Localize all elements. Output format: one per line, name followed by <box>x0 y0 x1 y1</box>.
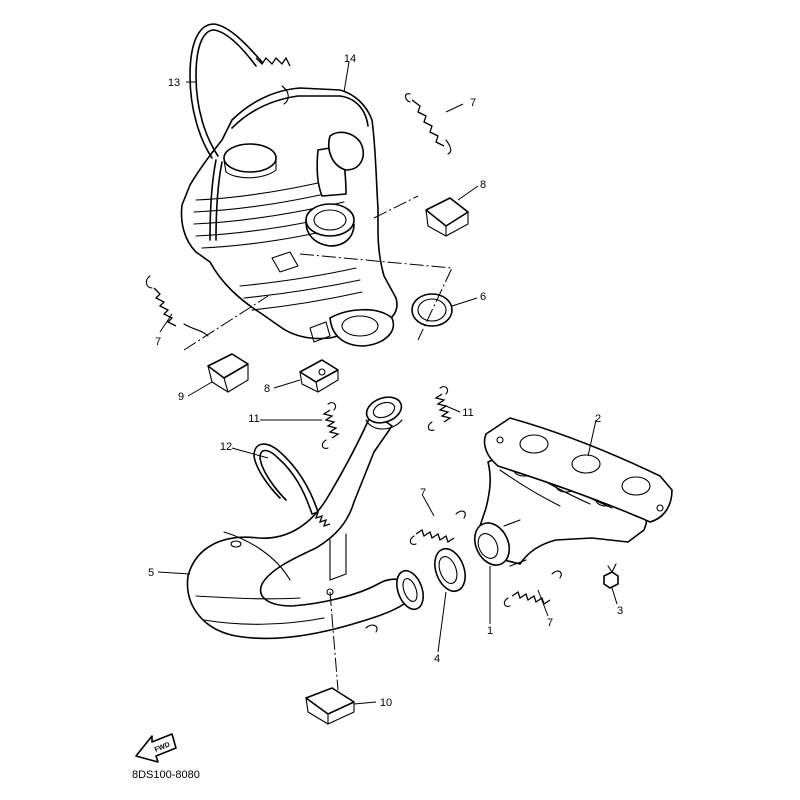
diagram-part-number: 8DS100-8080 <box>132 769 200 781</box>
band-part-13 <box>189 23 291 241</box>
callout-1: 1 <box>487 625 493 637</box>
callout-6: 6 <box>480 291 486 303</box>
callout-7-lower-left: 7 <box>420 487 426 499</box>
spring-part-11-left <box>321 402 340 449</box>
callout-8-upper: 8 <box>480 179 486 191</box>
callout-12: 12 <box>220 441 232 453</box>
spring-part-11-right <box>427 386 452 431</box>
spring-part-7-top <box>404 93 452 155</box>
callout-2: 2 <box>595 413 601 425</box>
fwd-arrow-icon: FWD <box>135 733 177 763</box>
callout-11-left: 11 <box>248 413 259 425</box>
gasket-part-2 <box>483 417 673 523</box>
callout-14: 14 <box>344 53 356 65</box>
bracket-part-8-upper <box>425 197 469 237</box>
callout-13: 13 <box>168 77 180 89</box>
callout-7-lower-right: 7 <box>547 617 553 629</box>
bracket-part-9 <box>207 353 249 393</box>
band-part-12 <box>253 443 331 528</box>
bracket-part-8-lower <box>299 359 339 393</box>
callout-8-lower: 8 <box>264 383 270 395</box>
muffler-part-14 <box>180 87 398 347</box>
bracket-part-10 <box>305 687 355 725</box>
callout-11-right: 11 <box>462 407 473 419</box>
exhaust-pipe-part-5 <box>186 396 424 640</box>
callout-5: 5 <box>148 567 154 579</box>
callout-4: 4 <box>434 653 440 665</box>
spring-part-7-lower-right <box>503 570 562 607</box>
spring-part-7-left <box>145 275 209 337</box>
gasket-part-4 <box>434 547 466 593</box>
callout-3: 3 <box>617 605 623 617</box>
callout-9: 9 <box>178 391 184 403</box>
bolt-part-3 <box>603 563 619 589</box>
assembly-lines <box>183 195 453 691</box>
callout-10: 10 <box>380 697 392 709</box>
callout-7-top: 7 <box>470 97 476 109</box>
leader-lines <box>157 61 618 705</box>
spring-part-7-lower-left <box>409 510 466 545</box>
callout-7-left: 7 <box>155 336 161 348</box>
